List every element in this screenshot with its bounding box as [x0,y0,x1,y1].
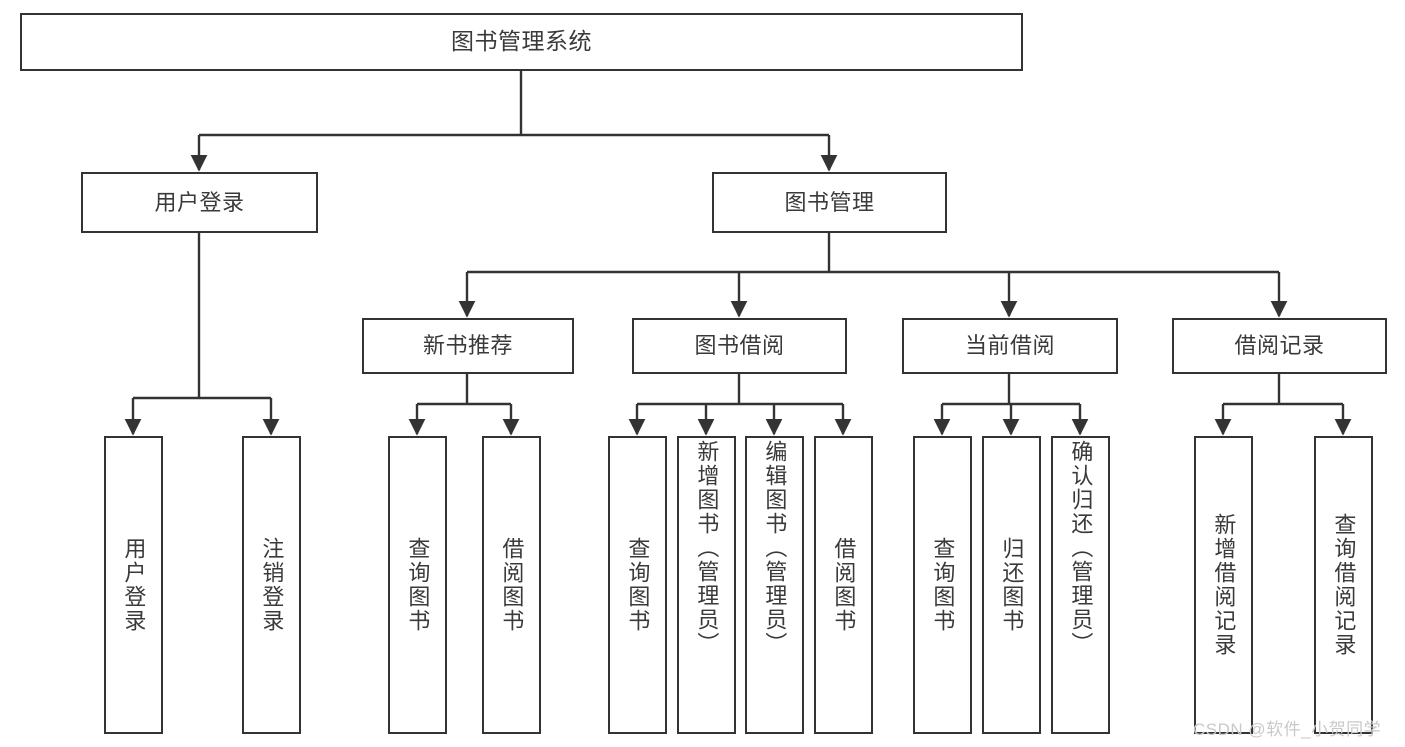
leaf-query-book-1-label: 查询图书 [405,537,431,633]
leaf-add-record-label: 新增借阅记录 [1211,513,1237,657]
leaf-add-record[interactable]: 新增借阅记录 [1194,436,1253,734]
leaf-query-book-2[interactable]: 查询图书 [608,436,667,734]
leaf-query-record-label: 查询借阅记录 [1331,513,1357,657]
leaf-add-book[interactable]: 新增图书（管理员） [677,436,736,734]
leaf-query-book-2-label: 查询图书 [625,537,651,633]
node-borrow-record-label: 借阅记录 [1234,333,1325,359]
leaf-borrow-book-2[interactable]: 借阅图书 [814,436,873,734]
node-user-login-label: 用户登录 [154,189,245,215]
leaf-logout[interactable]: 注销登录 [242,436,301,734]
leaf-user-login[interactable]: 用户登录 [104,436,163,734]
node-current-borrow-label: 当前借阅 [964,333,1055,359]
leaf-logout-label: 注销登录 [259,537,285,633]
node-new-book-recommend-label: 新书推荐 [422,333,513,359]
node-root[interactable]: 图书管理系统 [20,13,1023,71]
leaf-borrow-book-1-label: 借阅图书 [499,537,525,633]
leaf-confirm-return[interactable]: 确认归还（管理员） [1051,436,1110,734]
node-current-borrow[interactable]: 当前借阅 [902,318,1118,374]
leaf-edit-book-label: 编辑图书（管理员） [762,440,788,656]
node-book-borrow-label: 图书借阅 [694,333,785,359]
node-user-login[interactable]: 用户登录 [81,172,318,233]
leaf-query-book-1[interactable]: 查询图书 [388,436,447,734]
leaf-query-book-3[interactable]: 查询图书 [913,436,972,734]
leaf-add-book-label: 新增图书（管理员） [694,440,720,656]
node-book-manage-label: 图书管理 [784,189,875,215]
node-borrow-record[interactable]: 借阅记录 [1172,318,1387,374]
watermark: CSDN @软件_小贺同学 [1193,720,1382,739]
leaf-return-book-label: 归还图书 [999,537,1025,633]
leaf-query-book-3-label: 查询图书 [930,537,956,633]
node-new-book-recommend[interactable]: 新书推荐 [362,318,574,374]
leaf-user-login-label: 用户登录 [121,537,147,633]
leaf-borrow-book-1[interactable]: 借阅图书 [482,436,541,734]
leaf-confirm-return-label: 确认归还（管理员） [1068,440,1094,656]
leaf-return-book[interactable]: 归还图书 [982,436,1041,734]
leaf-borrow-book-2-label: 借阅图书 [831,537,857,633]
node-book-borrow[interactable]: 图书借阅 [632,318,847,374]
leaf-query-record[interactable]: 查询借阅记录 [1314,436,1373,734]
node-book-manage[interactable]: 图书管理 [712,172,947,233]
leaf-edit-book[interactable]: 编辑图书（管理员） [745,436,804,734]
node-root-label: 图书管理系统 [451,28,592,55]
